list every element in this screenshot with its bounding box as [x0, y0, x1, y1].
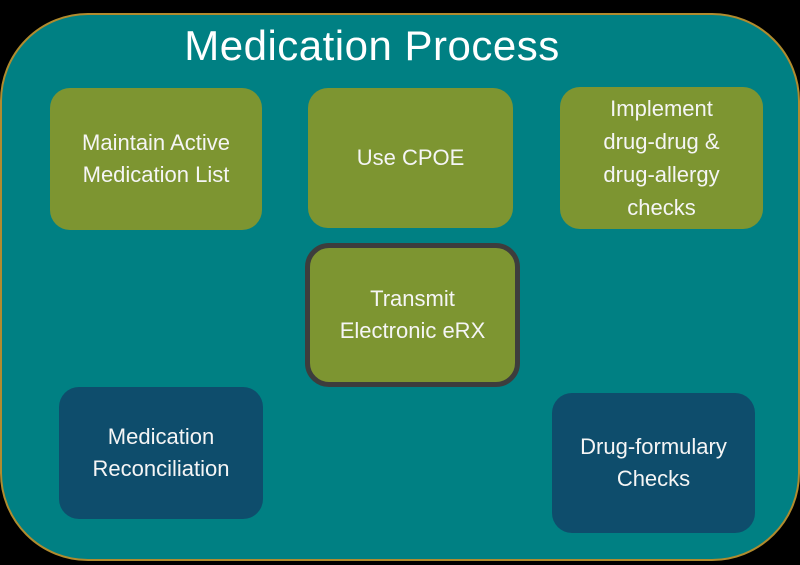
box-implement-drug-checks: Implement drug-drug & drug-allergy check…	[560, 87, 763, 229]
box-transmit-electronic-erx: Transmit Electronic eRX	[305, 243, 520, 387]
diagram-title: Medication Process	[184, 22, 560, 69]
box-maintain-active-medication-list: Maintain Active Medication List	[50, 88, 262, 230]
box-drug-formulary-checks: Drug-formulary Checks	[552, 393, 755, 533]
box-use-cpoe: Use CPOE	[308, 88, 513, 228]
box-medication-reconciliation: Medication Reconciliation	[59, 387, 263, 519]
